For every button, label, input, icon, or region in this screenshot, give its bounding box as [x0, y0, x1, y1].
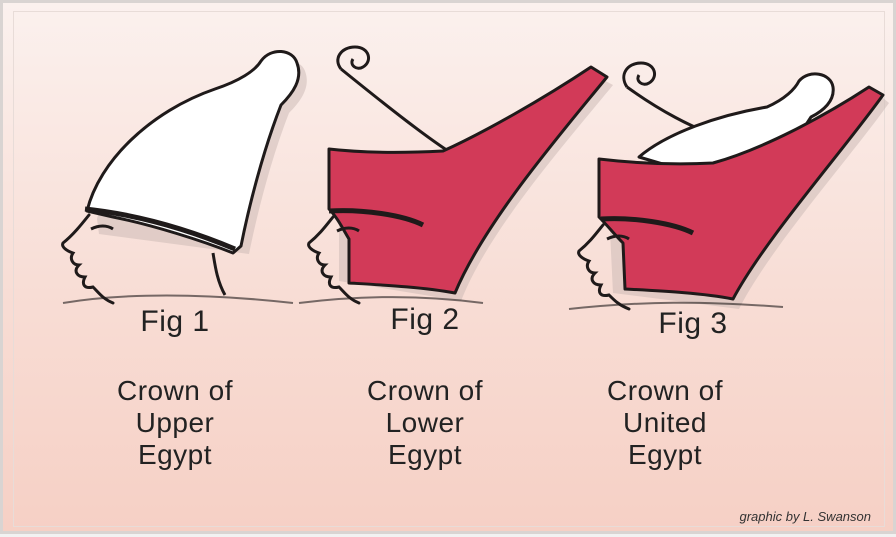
- white-crown-figure: [63, 51, 307, 303]
- figure-label: Fig 1: [45, 305, 305, 339]
- red-crown-figure: [299, 47, 613, 303]
- figure-caption: Crown of United Egypt: [535, 375, 795, 471]
- double-crown-figure: [569, 63, 889, 309]
- caption-line: Egypt: [295, 439, 555, 471]
- caption-line: Upper: [45, 407, 305, 439]
- graphic-credit: graphic by L. Swanson: [739, 509, 871, 524]
- figure-caption: Crown of Upper Egypt: [45, 375, 305, 471]
- caption-line: Egypt: [45, 439, 305, 471]
- figure-label: Fig 2: [295, 303, 555, 337]
- red-crown-icon: [329, 67, 607, 293]
- figure-label: Fig 3: [563, 307, 823, 341]
- caption-line: Lower: [295, 407, 555, 439]
- caption-line: Crown of: [535, 375, 795, 407]
- caption-line: Egypt: [535, 439, 795, 471]
- caption-line: Crown of: [45, 375, 305, 407]
- figure-caption: Crown of Lower Egypt: [295, 375, 555, 471]
- caption-line: United: [535, 407, 795, 439]
- caption-line: Crown of: [295, 375, 555, 407]
